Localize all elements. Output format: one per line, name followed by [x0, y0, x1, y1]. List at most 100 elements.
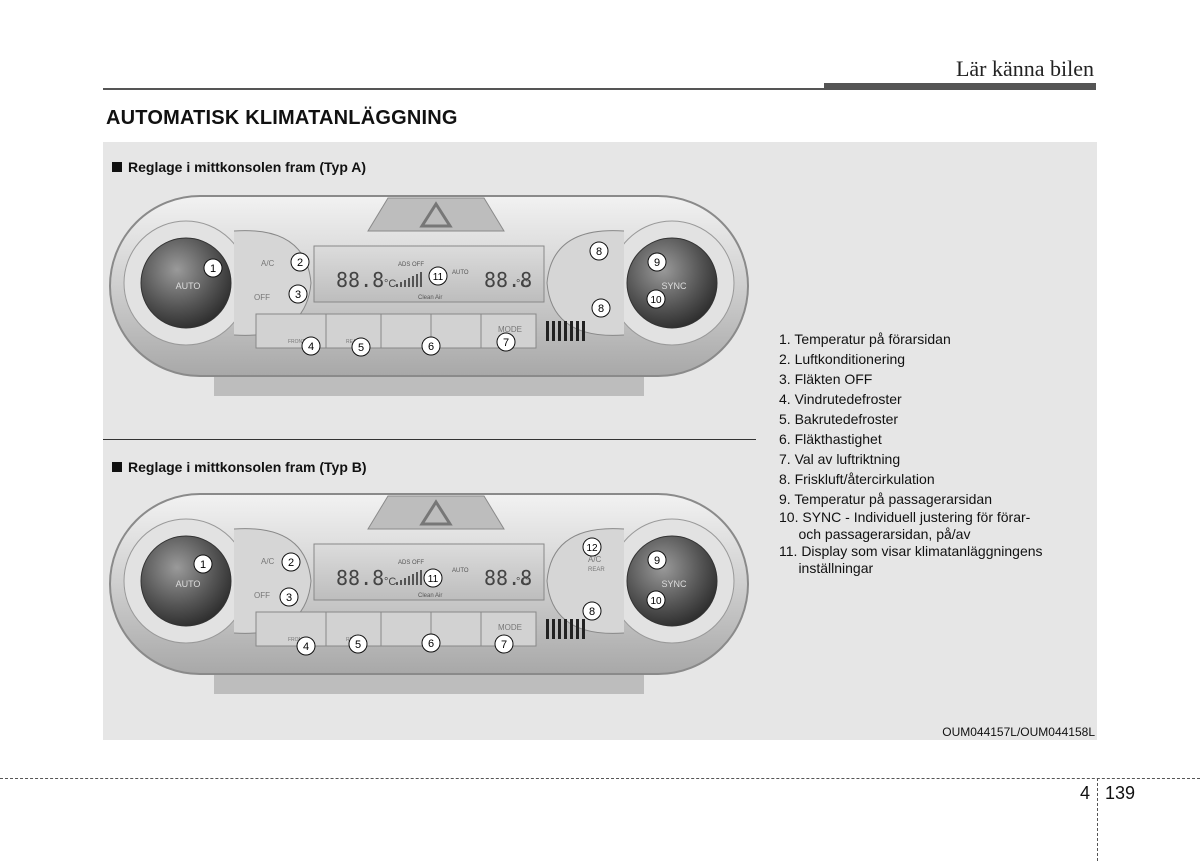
svg-text:6: 6 — [428, 341, 434, 353]
button-strip: MODE FRONT REAR — [255, 313, 585, 349]
callout-11: 11 — [428, 266, 448, 286]
legend-item: 4. Vindrutedefroster — [779, 389, 1089, 409]
fan-level-bars-icon — [396, 570, 422, 585]
bullet-square-icon — [112, 162, 122, 172]
svg-text:4: 4 — [308, 341, 314, 353]
svg-text:2: 2 — [297, 257, 303, 269]
svg-text:3: 3 — [286, 592, 292, 604]
footer-dashed-rule — [0, 778, 1200, 779]
legend-text: 2. Luftkonditionering — [779, 351, 906, 367]
legend-text-continued: och passagerarsidan, på/av — [779, 526, 971, 542]
panel-caption-b-text: Reglage i mittkonsolen fram (Typ B) — [128, 459, 367, 475]
legend-text: 10. SYNC - Individuell justering för för… — [779, 509, 1031, 525]
figure-divider — [103, 439, 756, 440]
callout-9: 9 — [647, 550, 667, 570]
fan-level-bars-icon — [396, 272, 422, 287]
callout-8-bottom: 8 — [591, 298, 611, 318]
display-right-temp: 88.8 — [484, 566, 532, 590]
callout-5: 5 — [351, 337, 371, 357]
ac-button[interactable]: A/C — [261, 259, 275, 268]
callout-4: 4 — [296, 636, 316, 656]
legend-item: 6. Fläkthastighet — [779, 429, 1089, 449]
page-number: 139 — [1105, 783, 1136, 803]
legend-item: 11. Display som visar klimatanläggningen… — [779, 543, 1089, 577]
svg-text:9: 9 — [654, 555, 660, 567]
legend-item: 10. SYNC - Individuell justering för för… — [779, 509, 1089, 543]
sync-knob-label: SYNC — [661, 281, 687, 291]
svg-text:7: 7 — [501, 639, 507, 651]
legend-list: 1. Temperatur på förarsidan 2. Luftkondi… — [779, 329, 1089, 577]
display-ads-label: ADS OFF — [398, 262, 424, 268]
auto-knob-label: AUTO — [176, 579, 201, 589]
svg-text:4: 4 — [303, 641, 309, 653]
bullet-square-icon — [112, 462, 122, 472]
legend-text: 5. Bakrutedefroster — [779, 411, 899, 427]
legend-text: 7. Val av luftriktning — [779, 451, 901, 467]
display-left-temp: 88.8 — [336, 566, 384, 590]
callout-1: 1 — [193, 554, 213, 574]
legend-text: 4. Vindrutedefroster — [779, 391, 902, 407]
off-button[interactable]: OFF — [254, 293, 270, 302]
svg-text:1: 1 — [210, 263, 216, 275]
svg-text:3: 3 — [295, 289, 301, 301]
callout-5: 5 — [348, 634, 368, 654]
legend-item: 3. Fläkten OFF — [779, 369, 1089, 389]
callout-8: 8 — [582, 601, 602, 621]
callout-6: 6 — [421, 633, 441, 653]
mode-button-label: MODE — [498, 325, 522, 334]
svg-text:8: 8 — [596, 246, 602, 258]
legend-item: 9. Temperatur på passagerarsidan — [779, 489, 1089, 509]
footer-dashed-separator — [1097, 778, 1098, 861]
hazard-button[interactable] — [367, 495, 505, 530]
display-left-unit: °C — [384, 278, 396, 290]
display-right-temp: 88.8 — [484, 268, 532, 292]
svg-text:11: 11 — [428, 574, 439, 585]
hazard-button[interactable] — [367, 197, 505, 232]
button-strip: MODE FRONT REAR — [255, 611, 585, 647]
page-chapter-number: 4 — [1080, 783, 1091, 803]
display-clean-label: Clean Air — [418, 593, 442, 599]
front-defrost-button[interactable] — [255, 611, 327, 647]
legend-item: 7. Val av luftriktning — [779, 449, 1089, 469]
legend-text-continued: inställningar — [779, 560, 874, 576]
legend-item: 8. Friskluft/återcirkulation — [779, 469, 1089, 489]
ac-button[interactable]: A/C — [261, 557, 275, 566]
rear-ac-button[interactable]: A/C — [588, 555, 602, 564]
chapter-title: Lär känna bilen — [955, 56, 1094, 81]
svg-text:9: 9 — [654, 257, 660, 269]
svg-text:12: 12 — [586, 543, 598, 554]
callout-2: 2 — [290, 252, 310, 272]
svg-text:6: 6 — [428, 638, 434, 650]
callout-3: 3 — [279, 587, 299, 607]
callout-1: 1 — [203, 258, 223, 278]
off-button[interactable]: OFF — [254, 591, 270, 600]
callout-7: 7 — [496, 332, 516, 352]
callout-10: 10 — [646, 590, 666, 610]
display-right-unit: °C — [516, 278, 528, 290]
hazard-triangle-icon — [419, 499, 453, 526]
svg-text:10: 10 — [650, 596, 662, 607]
svg-text:8: 8 — [589, 606, 595, 618]
svg-text:11: 11 — [433, 272, 444, 283]
climate-console-type-b: AUTO A/C OFF SYNC A/C REAR 88.8 °C 88.8 … — [109, 493, 749, 694]
display-ads-label: ADS OFF — [398, 560, 424, 566]
callout-6: 6 — [421, 336, 441, 356]
sync-knob-label: SYNC — [661, 579, 687, 589]
climate-display — [313, 245, 545, 303]
svg-text:2: 2 — [288, 557, 294, 569]
hazard-triangle-icon — [419, 201, 453, 228]
callout-4: 4 — [301, 336, 321, 356]
display-right-unit: °C — [516, 576, 528, 588]
figure-code: OUM044157L/OUM044158L — [942, 725, 1095, 739]
callout-7: 7 — [494, 634, 514, 654]
header-rule — [103, 88, 1096, 90]
air-vent-grille-icon — [546, 619, 585, 639]
legend-text: 6. Fläkthastighet — [779, 431, 882, 447]
legend-text: 11. Display som visar klimatanläggningen… — [779, 543, 1043, 559]
legend-text: 1. Temperatur på förarsidan — [779, 331, 951, 347]
legend-item: 1. Temperatur på förarsidan — [779, 329, 1089, 349]
callout-3: 3 — [288, 284, 308, 304]
auto-knob-label: AUTO — [176, 281, 201, 291]
panel-caption-a-text: Reglage i mittkonsolen fram (Typ A) — [128, 159, 367, 175]
display-auto-label: AUTO — [452, 270, 469, 276]
